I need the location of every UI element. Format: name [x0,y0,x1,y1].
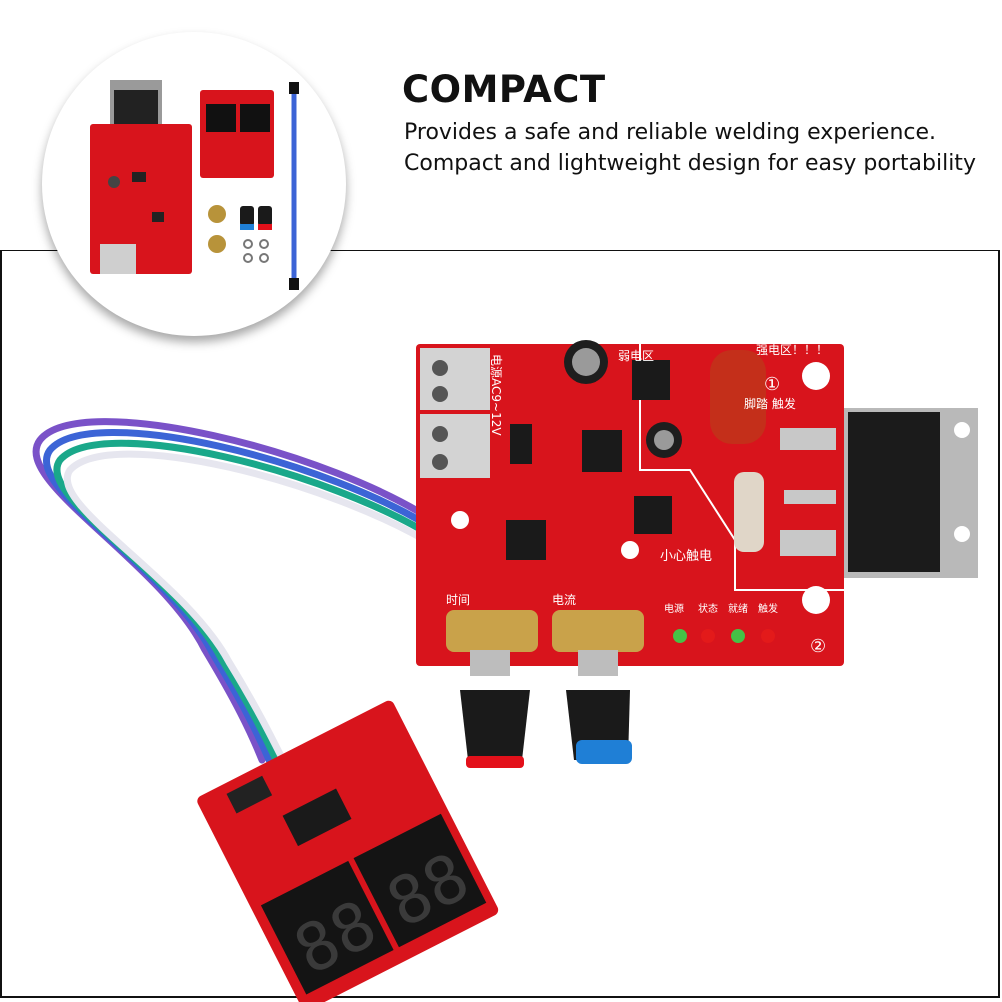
mini-washer [243,239,253,249]
led-trigger [761,629,775,643]
mini-pot-1 [208,205,226,223]
capacitor-top [572,348,600,376]
heatsink-hole [954,422,970,438]
label-power: 电源AC9~12V [489,354,503,436]
terminal-block-top [420,348,490,410]
mounting-hole [802,362,830,390]
knob-time-red-cap [466,756,524,768]
mini-chip-2 [152,212,164,222]
capacitor-small-top [654,430,674,450]
mini-triac [114,90,158,126]
mini-cable-plug-top [289,82,299,94]
mini-knob-black [240,206,254,226]
safety-capacitor [710,350,766,444]
wire-purple [32,418,444,764]
ic-chip [582,430,622,472]
microcontroller-chip [506,520,546,560]
display-right [353,813,487,948]
label-led-ready: 就绪 [728,602,748,615]
triac-terminal [784,490,836,504]
kit-overview-image [90,80,299,290]
display-driver-chip [282,788,352,847]
triac [848,412,940,572]
knob-time[interactable] [460,690,530,760]
knob-current-blue-cap [576,740,632,764]
regulator-chip [632,360,670,400]
mini-display-board [200,90,274,178]
display-left [260,860,394,995]
mini-display-right [240,104,270,132]
mini-display-left [206,104,236,132]
label-time: 时间 [446,593,470,607]
label-weak-zone: 弱电区 [618,349,654,363]
pot-shaft-time [470,650,510,676]
label-led-state: 状态 [698,602,718,615]
label-mark-2: ② [810,636,826,657]
mounting-hole [802,586,830,614]
headline: COMPACT [402,68,606,111]
mini-pot-2 [208,235,226,253]
triac-terminal [780,530,836,556]
potentiometer-time [446,610,538,652]
led-power [673,629,687,643]
mini-washer [259,253,269,263]
terminal-screw [432,454,448,470]
terminal-screw [432,426,448,442]
mounting-hole [621,541,639,559]
triac-terminal [780,428,836,450]
kit-overview-inset [42,32,346,336]
ribbon-cable [32,418,444,770]
potentiometer-current [552,610,644,652]
description-line-2: Compact and lightweight design for easy … [404,151,976,176]
label-led-power: 电源 [664,602,684,615]
display-connector [226,775,273,814]
optocoupler-chip [634,496,672,534]
mini-washer [259,239,269,249]
wire-white [63,450,444,770]
power-resistor [734,472,764,552]
label-current: 电流 [552,593,576,607]
mini-terminals [100,244,136,274]
mini-cable-plug-bottom [289,278,299,290]
wire-blue [43,429,444,766]
label-caution: 小心触电 [660,549,712,564]
led-ready [731,629,745,643]
pot-shaft-current [578,650,618,676]
terminal-block-bottom [420,414,490,478]
led-state [701,629,715,643]
terminal-screw [432,360,448,376]
mini-knob-black-2 [258,206,272,226]
label-pedal: 脚踏 触发 [744,396,796,411]
label-mark-1: ① [764,374,780,395]
mini-knob-red-cap [258,224,272,230]
mini-main-board [90,124,192,274]
zone-divider-line [639,344,844,591]
mini-washer [243,253,253,263]
mini-chip [132,172,146,182]
mounting-hole [451,511,469,529]
label-led-trigger: 触发 [758,602,778,615]
label-strong-zone: 强电区！！！ [756,343,828,357]
mini-capacitor [108,176,120,188]
terminal-screw [432,386,448,402]
display-board: 88 88 [197,700,499,1002]
transistor-chip [510,424,532,464]
wire-green [53,439,444,768]
heatsink-hole [954,526,970,542]
mini-knob-blue-cap [240,224,254,230]
description-line-1: Provides a safe and reliable welding exp… [404,120,937,145]
